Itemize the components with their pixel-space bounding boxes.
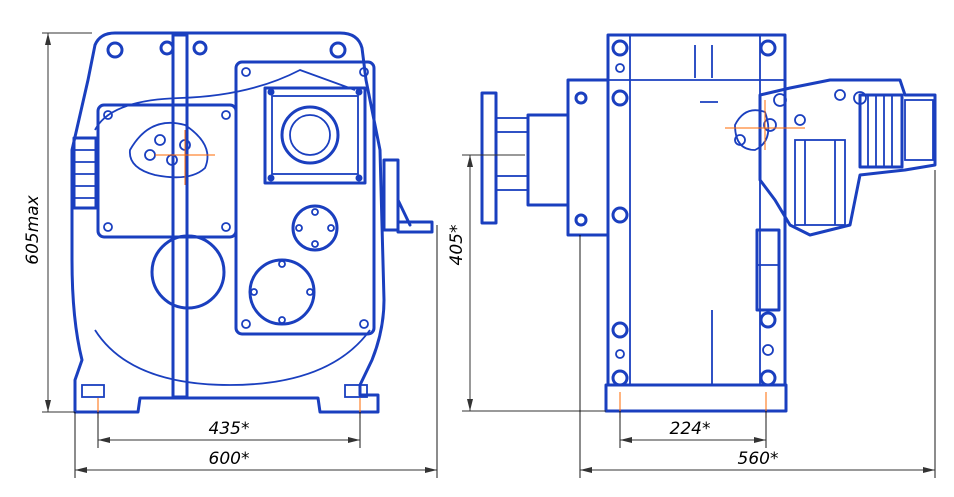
front-height-label: 605max	[23, 194, 43, 264]
front-width-label: 600*	[209, 449, 250, 469]
side-bolt-spacing-label: 224*	[670, 419, 711, 439]
front-bolt-spacing-label: 435*	[209, 419, 250, 439]
side-view	[480, 33, 937, 418]
dimension-lines	[42, 32, 936, 478]
side-width-label: 560*	[738, 449, 779, 469]
side-height-label: 405*	[447, 225, 467, 266]
front-view	[70, 31, 434, 418]
